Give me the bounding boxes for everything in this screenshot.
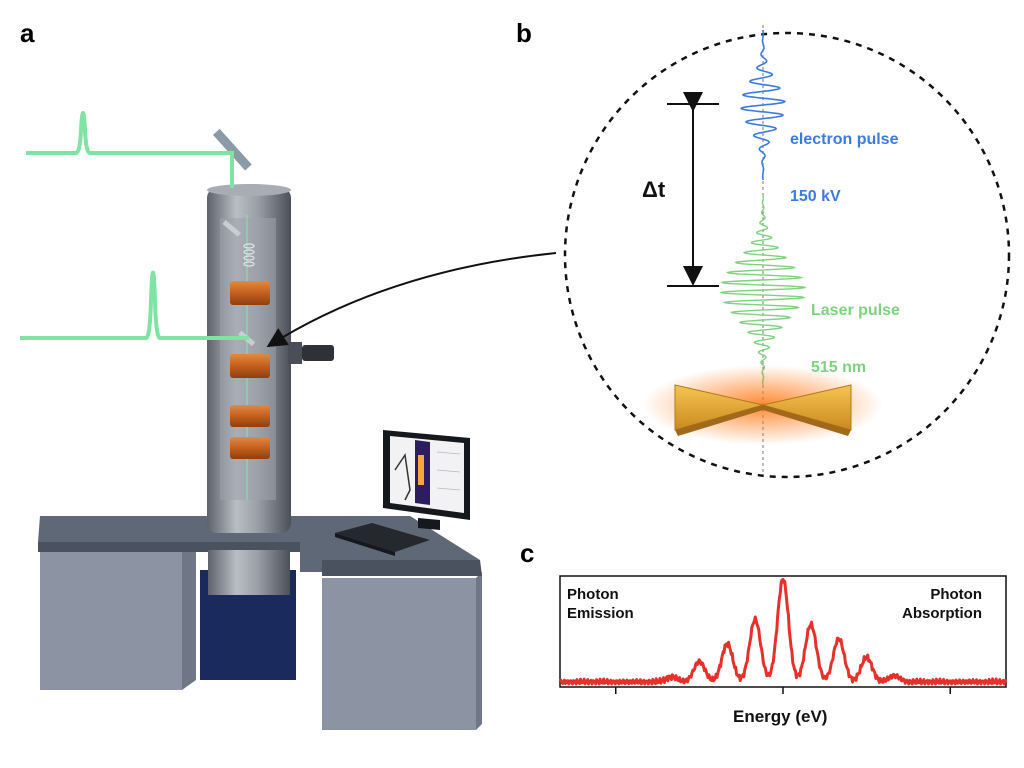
spectrum-peak-point: [865, 656, 868, 659]
x-axis-ticks: [615, 687, 951, 694]
annotation-photon-emission: Photon Emission: [567, 586, 634, 622]
top-mirror: [212, 128, 252, 171]
panel-label-c: c: [520, 538, 535, 568]
spectrum-chart: [558, 575, 1007, 694]
laser-pulse-wavelength: 515 nm: [811, 359, 867, 376]
spectrum-peak-point: [670, 675, 673, 678]
electron-wave-packet: [740, 30, 786, 180]
spectrum-peak-point: [754, 618, 757, 621]
delta-t-label: Δt: [642, 177, 666, 202]
spectrum-peak-point: [837, 637, 840, 640]
instrument-illustration: [20, 111, 557, 730]
lens-coil: [230, 354, 270, 378]
panel-label-b: b: [516, 18, 532, 48]
laser-path-top: [26, 111, 234, 188]
left-table-stand: [40, 550, 182, 690]
lens-coil: [230, 437, 270, 459]
electron-pulse-voltage: 150 kV: [790, 188, 841, 205]
spectrum-peak-point: [809, 623, 812, 626]
laser-path-middle: [20, 270, 249, 340]
laser-pulse-name: Laser pulse: [811, 302, 900, 319]
time-delay-bracket: [667, 92, 719, 287]
side-port-camera: [302, 345, 334, 361]
lens-coil: [230, 281, 270, 305]
spectrum-peak-point: [893, 674, 896, 677]
spectrum-peak-point: [726, 642, 729, 645]
zoom-circle: [563, 31, 1011, 479]
right-table-stand: [322, 578, 476, 730]
lens-coil: [230, 405, 270, 427]
x-axis-label: Energy (eV): [733, 707, 828, 726]
keyboard: [335, 523, 430, 552]
electron-pulse-label: electron pulse 150 kV: [790, 92, 898, 225]
laser-pulse-label: Laser pulse 515 nm: [811, 263, 900, 396]
zoom-arrow: [266, 252, 557, 348]
spectrum-peak-point: [698, 660, 701, 663]
computer-monitor: [383, 430, 470, 530]
panel-label-a: a: [20, 18, 35, 48]
bowtie-nanostructure: [643, 365, 883, 445]
laser-wave-packet: [719, 194, 807, 386]
spectrum-peaks: [670, 578, 896, 678]
electron-pulse-name: electron pulse: [790, 131, 899, 148]
zoom-circle-panel: [563, 25, 1011, 479]
annotation-photon-absorption: Photon Absorption: [902, 586, 982, 622]
spectrum-peak-point: [782, 578, 784, 581]
